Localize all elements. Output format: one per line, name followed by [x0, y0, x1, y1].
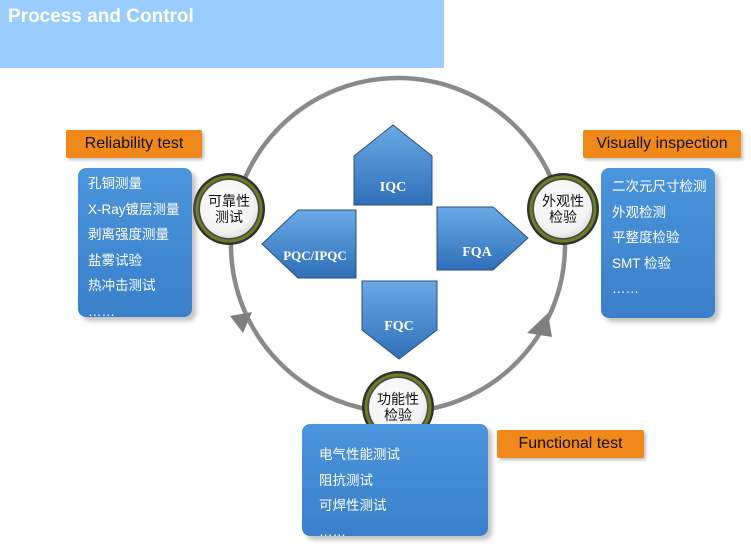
list-item: 孔铜测量	[88, 176, 142, 191]
list-item: 剥离强度测量	[88, 227, 169, 242]
node-visual-line-1: 外观性	[542, 193, 584, 209]
arrow-pqc-ipqc	[261, 209, 357, 279]
visual-inspection-label: Visually inspection	[583, 130, 741, 158]
list-item: ……	[612, 281, 639, 296]
ring-arrowhead-left	[230, 312, 252, 333]
list-item: X-Ray镀层测量	[88, 201, 180, 217]
list-item: ……	[88, 303, 115, 319]
arrow-label-iqc: IQC	[379, 180, 407, 195]
arrow-label-fqa: FQA	[462, 245, 492, 260]
node-functional-line-2: 检验	[384, 407, 412, 423]
visual-inspection-panel: 二次元尺寸检测 外观检测 平整度检验 SMT 检验 ……	[601, 168, 715, 318]
ring-arrowhead-right	[527, 313, 552, 337]
functional-test-label: Functional test	[497, 430, 644, 458]
header-bar: Process and Control	[0, 0, 444, 68]
node-visual-line-2: 检验	[549, 209, 577, 225]
reliability-test-label: Reliability test	[66, 130, 202, 158]
node-visual-label: 外观性 检验	[533, 193, 593, 225]
arrow-label-fqc: FQC	[384, 319, 414, 334]
arrow-fqc	[361, 280, 438, 360]
arrow-fqa	[436, 206, 529, 271]
arrow-label-pqc-ipqc: PQC/IPQC	[283, 248, 347, 263]
node-reliability-label: 可靠性 测试	[199, 193, 259, 225]
list-item: 盐雾试验	[88, 252, 142, 268]
node-reliability-circle	[193, 173, 265, 245]
reliability-test-panel: 孔铜测量 X-Ray镀层测量 剥离强度测量 盐雾试验 热冲击测试 ……	[78, 168, 192, 319]
page-title: Process and Control	[8, 6, 194, 27]
node-visual-circle	[527, 173, 599, 245]
list-item: 热冲击测试	[88, 278, 156, 293]
list-item: 外观检测	[612, 204, 666, 220]
list-item: SMT 检验	[612, 255, 672, 271]
functional-test-panel: 电气性能测试 阻抗测试 可焊性测试 ……	[302, 424, 488, 539]
list-item: 二次元尺寸检测	[612, 179, 707, 194]
list-item: 电气性能测试	[319, 447, 400, 462]
list-item: ……	[319, 523, 346, 539]
list-item: 阻抗测试	[319, 472, 373, 488]
list-item: 可焊性测试	[319, 498, 387, 513]
node-functional-line-1: 功能性	[377, 391, 419, 407]
arrow-iqc	[353, 124, 433, 206]
node-functional-label: 功能性 检验	[368, 391, 428, 423]
node-reliability-line-1: 可靠性	[208, 193, 250, 209]
node-reliability-line-2: 测试	[215, 209, 243, 225]
list-item: 平整度检验	[612, 230, 680, 245]
